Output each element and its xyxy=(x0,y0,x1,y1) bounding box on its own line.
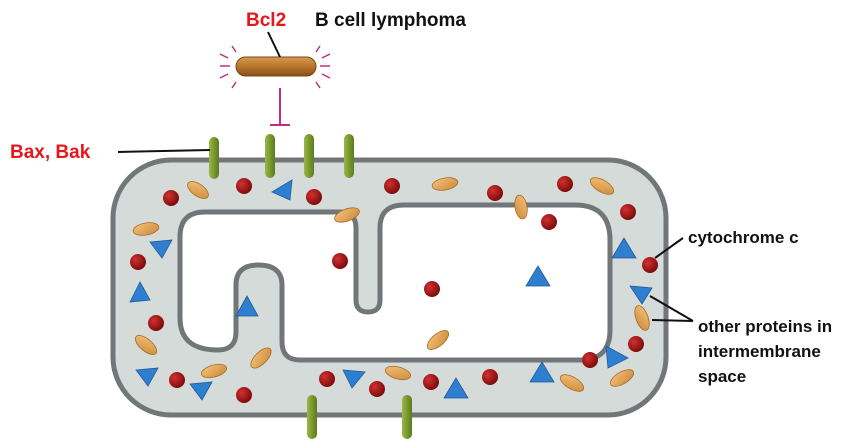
b-cell-lymphoma-label: B cell lymphoma xyxy=(315,10,466,31)
triangle-protein xyxy=(605,345,629,369)
cytochrome-c-label: cytochrome c xyxy=(688,228,799,247)
oval-protein xyxy=(514,194,528,220)
cytochrome-c xyxy=(482,369,498,385)
triangle-protein xyxy=(149,239,173,259)
oval-protein xyxy=(187,181,209,199)
bcl2-protein xyxy=(219,45,331,89)
oval-protein xyxy=(132,222,160,236)
oval-protein xyxy=(384,365,412,381)
channel xyxy=(265,134,275,178)
cytochrome-c xyxy=(236,178,252,194)
triangle-protein xyxy=(529,361,555,383)
channel xyxy=(344,134,354,178)
triangle-proteins xyxy=(129,179,653,401)
cytochrome-c xyxy=(642,257,658,273)
other-proteins-label-line1: other proteins in xyxy=(698,317,832,336)
channel xyxy=(304,134,314,178)
cytochrome-c xyxy=(541,214,557,230)
bax-bak-channels-bottom xyxy=(307,395,412,439)
cytochrome-c xyxy=(306,189,322,205)
proteins-leader-line-1 xyxy=(649,295,694,322)
cytochrome-c xyxy=(148,315,164,331)
triangle-protein xyxy=(525,265,551,287)
other-proteins-label-line3: space xyxy=(698,367,746,386)
inhibition-line xyxy=(270,88,290,126)
triangle-protein xyxy=(135,367,159,387)
bax-bak-label: Bax, Bak xyxy=(10,142,91,163)
cytochrome-c xyxy=(169,372,185,388)
cytochrome-c xyxy=(369,381,385,397)
other-proteins-label-line2: intermembrane xyxy=(698,342,821,361)
oval-protein xyxy=(431,177,459,191)
cytochrome-c xyxy=(384,178,400,194)
oval-protein xyxy=(559,374,585,392)
cytochrome-c xyxy=(487,185,503,201)
triangle-protein xyxy=(342,369,366,389)
cytochrome-c xyxy=(236,387,252,403)
oval-protein xyxy=(334,207,360,223)
cytochrome-c xyxy=(332,253,348,269)
proteins-leader-line-2 xyxy=(651,319,694,322)
triangle-protein xyxy=(129,281,151,303)
oval-protein xyxy=(200,363,228,379)
cytochrome-c-molecules xyxy=(130,176,658,403)
callout-lines xyxy=(649,237,694,322)
triangle-protein xyxy=(271,179,293,201)
cytochrome-c xyxy=(319,371,335,387)
oval-proteins xyxy=(132,177,650,392)
oval-protein xyxy=(426,330,450,350)
inner-membrane xyxy=(177,202,613,363)
cytochrome-c xyxy=(582,352,598,368)
channel xyxy=(402,395,412,439)
triangle-protein xyxy=(629,285,653,305)
cytochrome-c xyxy=(424,281,440,297)
cytochrome-c xyxy=(163,190,179,206)
oval-protein xyxy=(134,335,158,355)
cytochrome-c xyxy=(423,374,439,390)
triangle-protein xyxy=(235,295,259,317)
oval-protein xyxy=(250,347,272,369)
triangle-protein xyxy=(443,377,469,399)
channel xyxy=(307,395,317,439)
bax-bak-leader-line xyxy=(117,149,211,153)
triangle-protein xyxy=(611,237,637,259)
cytochrome-c-leader-line xyxy=(654,237,684,259)
channel xyxy=(209,137,219,179)
bcl2-leader-line xyxy=(267,31,281,58)
oval-protein xyxy=(634,305,650,331)
oval-protein xyxy=(609,369,635,387)
cytochrome-c xyxy=(628,336,644,352)
cytochrome-c xyxy=(130,254,146,270)
triangle-protein xyxy=(189,381,213,401)
cytochrome-c xyxy=(620,204,636,220)
bcl2-label: Bcl2 xyxy=(246,10,286,31)
oval-protein xyxy=(589,177,615,195)
cytochrome-c xyxy=(557,176,573,192)
bax-bak-channels-top xyxy=(209,134,354,179)
